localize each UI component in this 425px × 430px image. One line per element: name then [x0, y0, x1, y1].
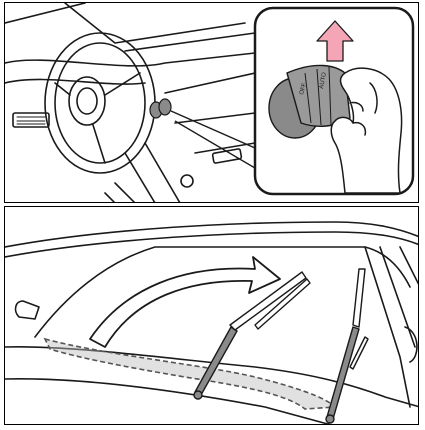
passenger-side-wiper — [326, 269, 368, 423]
wiper-rest-area — [45, 339, 335, 409]
dashboard-illustration: OFF AUTO — [5, 3, 419, 203]
wipe-direction-arrow-icon — [90, 257, 280, 347]
lever-inset: OFF AUTO — [255, 8, 413, 194]
wiper-lever-location — [150, 99, 171, 118]
windshield-illustration — [5, 207, 419, 425]
windshield-panel — [4, 206, 419, 425]
dashboard-panel: OFF AUTO — [4, 2, 419, 203]
